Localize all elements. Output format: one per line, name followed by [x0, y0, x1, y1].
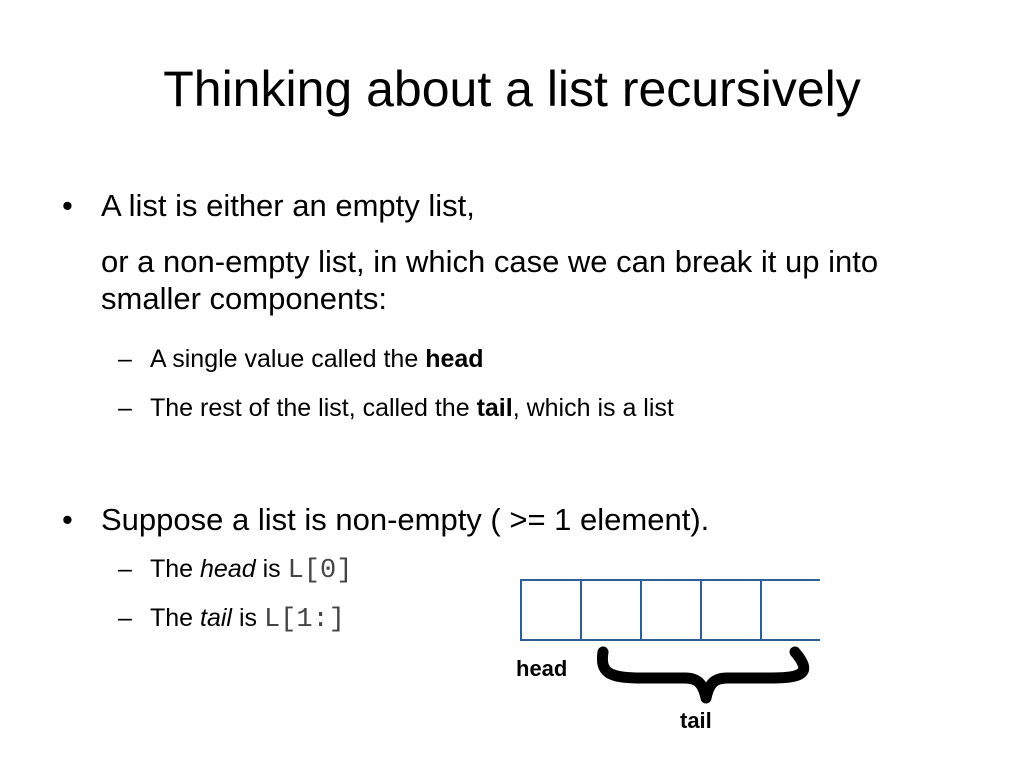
- slide-title: Thinking about a list recursively: [163, 61, 861, 117]
- bullet-dot-2: •: [62, 502, 73, 537]
- list-diagram-svg: [520, 579, 822, 704]
- sub-bullet-suffix: , which is a list: [512, 394, 674, 422]
- sub-bullet-dash: –: [118, 345, 132, 373]
- list-cell: [520, 579, 582, 641]
- list-diagram: head tail: [500, 570, 822, 740]
- sub-bullet-dash: –: [118, 604, 132, 632]
- list-cell: [760, 579, 822, 641]
- list-cell: [640, 579, 702, 641]
- sub-bullet-italic: head: [200, 555, 256, 583]
- sub-bullet-text: A single value called the: [150, 345, 426, 373]
- sub-bullet-mid: is: [232, 604, 264, 632]
- sub-bullet-tail-slice: –The tail is L[1:]: [118, 603, 345, 636]
- list-cell: [700, 579, 762, 641]
- sub-bullet-bold: head: [425, 345, 484, 373]
- sub-bullet-dash: –: [118, 555, 132, 583]
- bullet-1-line-1: A list is either an empty list,: [101, 188, 475, 223]
- sub-bullet-text: The rest of the list, called the: [150, 394, 477, 422]
- list-cells: [520, 579, 822, 641]
- bullet-1-line-2: or a non-empty list, in which case we ca…: [101, 244, 879, 316]
- bullet-2-line-1: Suppose a list is non-empty ( >= 1 eleme…: [101, 502, 710, 537]
- sub-bullet-head-index: –The head is L[0]: [118, 554, 352, 587]
- code-snippet: L[1:]: [263, 605, 345, 635]
- sub-bullet-italic: tail: [200, 604, 232, 632]
- head-label: head: [516, 656, 568, 681]
- sub-bullet-prefix: The: [150, 555, 201, 583]
- list-cell: [580, 579, 642, 641]
- sub-bullet-bold: tail: [476, 394, 513, 422]
- code-snippet: L[0]: [287, 556, 353, 586]
- sub-bullet-tail: –The rest of the list, called the tail, …: [118, 393, 674, 423]
- sub-bullet-dash: –: [118, 394, 132, 422]
- sub-bullet-head: –A single value called the head: [118, 344, 484, 374]
- sub-bullet-mid: is: [255, 555, 288, 583]
- sub-bullet-prefix: The: [150, 604, 201, 632]
- tail-brace: [596, 646, 810, 704]
- bullet-dot-1: •: [62, 188, 73, 223]
- tail-label: tail: [680, 708, 712, 733]
